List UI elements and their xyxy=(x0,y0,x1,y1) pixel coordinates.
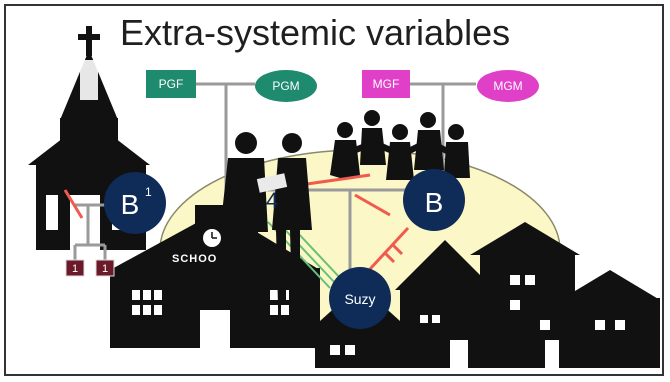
slide-frame xyxy=(4,4,664,376)
pgf-label: PGF xyxy=(159,77,184,91)
b-left-superscript: 1 xyxy=(145,185,152,199)
children-icon xyxy=(330,110,470,180)
pgm-node xyxy=(255,70,317,102)
houses-icon xyxy=(310,222,660,368)
slide-title: Extra-systemic variables xyxy=(120,12,511,53)
pgm-label: PGM xyxy=(272,79,299,93)
b-right-label: B xyxy=(425,187,444,218)
small-box-2-label: 1 xyxy=(102,263,108,275)
mgf-label: MGF xyxy=(373,77,400,91)
b-left-node xyxy=(104,172,166,234)
school-sign: SCHOO xyxy=(172,253,217,265)
small-box-1-label: 1 xyxy=(72,263,78,275)
mgm-node xyxy=(477,70,539,102)
small-box-1 xyxy=(65,259,85,277)
suzy-label: Suzy xyxy=(344,291,375,307)
center-node-label: 4 xyxy=(266,188,278,213)
suzy-node xyxy=(329,267,391,329)
b-left-label: B xyxy=(121,189,140,220)
business-people-icon xyxy=(220,132,312,305)
b-right-node xyxy=(403,169,465,231)
mgf-node xyxy=(362,70,410,98)
small-box-2 xyxy=(95,259,115,277)
pgf-node xyxy=(146,70,196,98)
mgm-label: MGM xyxy=(493,79,522,93)
